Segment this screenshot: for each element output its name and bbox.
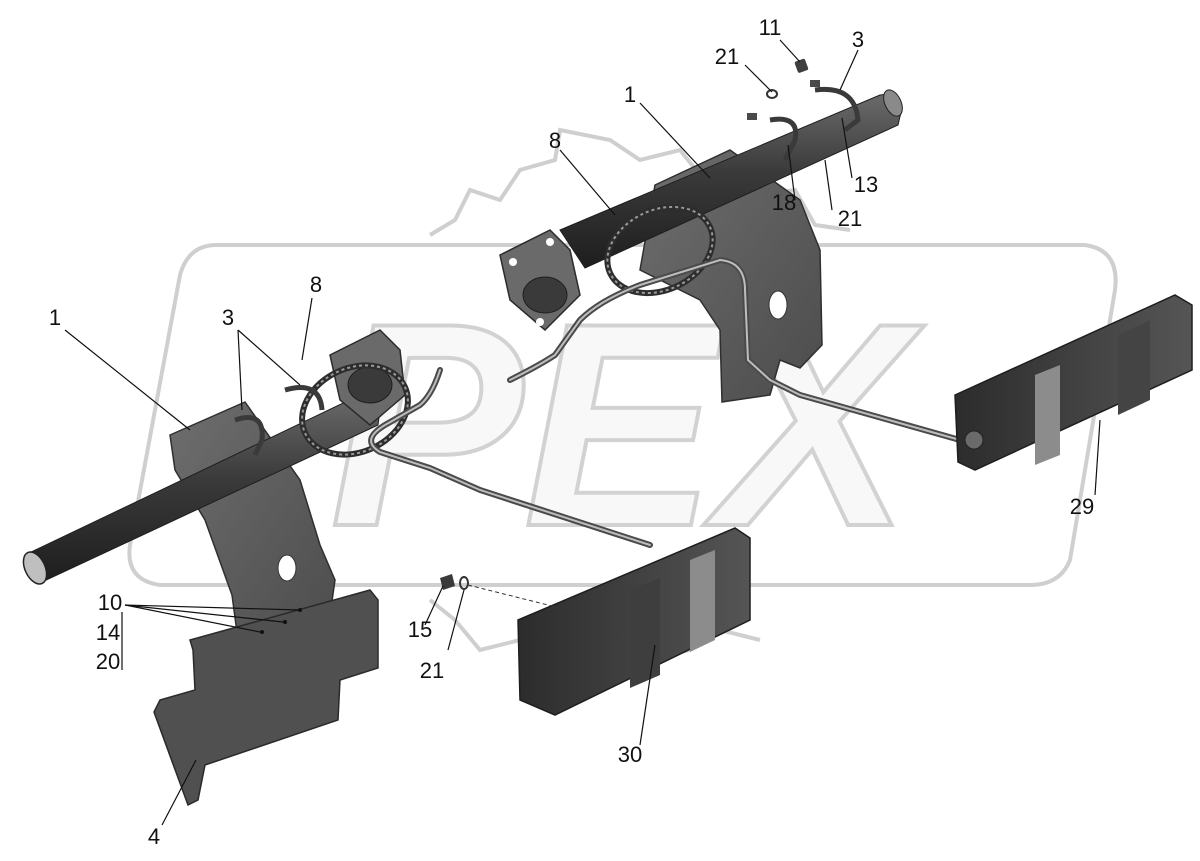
right-rear-lamp — [954, 294, 1193, 471]
watermark-frame — [127, 243, 1118, 587]
callout-20: 20 — [96, 649, 120, 674]
callout-1-right: 1 — [624, 82, 636, 107]
leader-lines — [64, 39, 1101, 826]
callout-8-left: 8 — [310, 272, 322, 297]
right-flange — [499, 229, 581, 332]
callout-18: 18 — [772, 190, 796, 215]
watermark-text: РЕХ — [330, 263, 925, 587]
nut-washer — [440, 574, 561, 609]
callout-14: 14 — [96, 620, 120, 645]
callout-labels: 11 3 21 1 8 13 18 21 1 3 8 10 14 20 15 2… — [49, 15, 1094, 849]
callout-15: 15 — [408, 617, 432, 642]
callout-3-left: 3 — [222, 305, 234, 330]
callout-21-right: 21 — [838, 206, 862, 231]
right-clamp-band — [604, 203, 716, 297]
callout-13: 13 — [854, 172, 878, 197]
callout-1-left: 1 — [49, 305, 61, 330]
callout-4: 4 — [148, 824, 160, 849]
callout-8-right: 8 — [549, 128, 561, 153]
callout-3-right: 3 — [852, 27, 864, 52]
callout-21-bottom: 21 — [420, 658, 444, 683]
right-small-parts — [766, 58, 809, 99]
right-clamps — [747, 80, 861, 162]
mudflap — [153, 589, 379, 807]
left-clamps — [234, 385, 325, 457]
right-tube — [559, 89, 903, 269]
callout-30: 30 — [618, 742, 642, 767]
callout-11: 11 — [759, 15, 782, 40]
left-rear-lamp — [517, 527, 751, 716]
callout-29: 29 — [1070, 494, 1094, 519]
callout-21-top: 21 — [715, 44, 739, 69]
callout-10: 10 — [98, 590, 122, 615]
